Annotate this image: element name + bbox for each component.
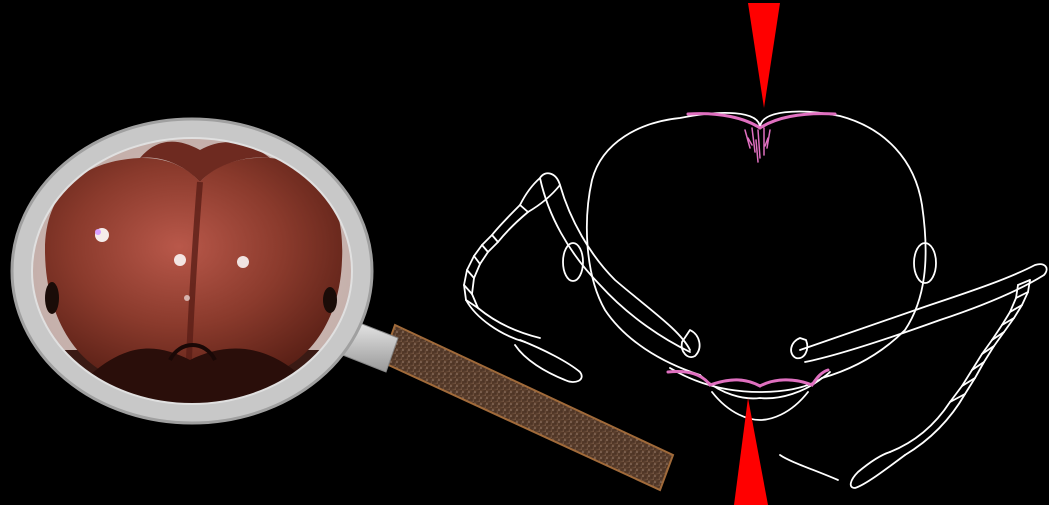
magnifying-glass-icon <box>12 119 673 490</box>
arrow-marker-icon <box>734 3 780 505</box>
left-eye <box>45 282 59 314</box>
right-eye <box>323 287 337 313</box>
top-arrow <box>748 3 780 108</box>
magnifier-handle <box>382 325 673 490</box>
left-antenna-funiculus <box>464 178 582 382</box>
head-capsule-outline <box>587 112 926 378</box>
highlighted-features <box>668 114 835 386</box>
median-furrow-stipple <box>745 128 770 162</box>
clypeus-highlight <box>668 370 828 386</box>
right-antenna-funiculus <box>851 280 1030 488</box>
